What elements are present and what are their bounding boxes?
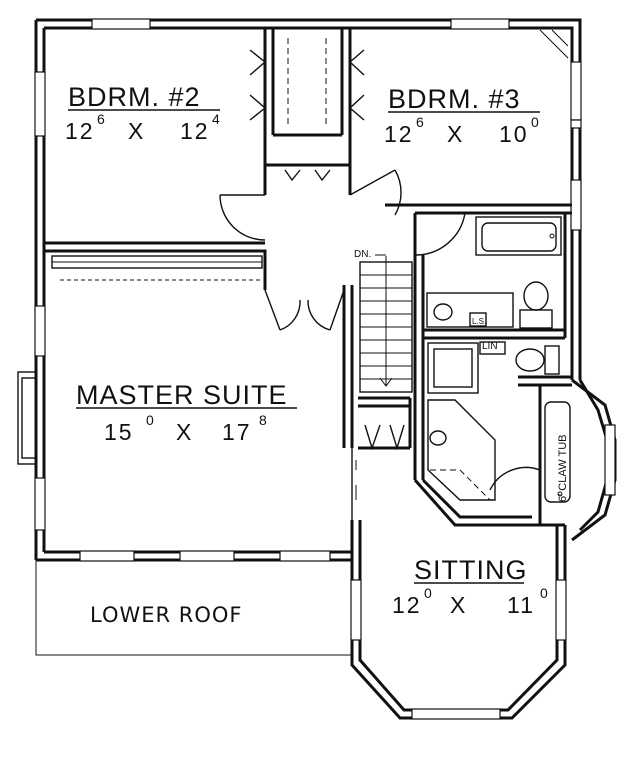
room-width-ft: 12 (384, 121, 414, 147)
room-height-ft: 12 (180, 118, 210, 144)
room-name: SITTING (414, 555, 528, 585)
room-bdrm3: BDRM. #3 12 6 X 10 0 (384, 84, 540, 147)
interior-walls (44, 28, 572, 527)
room-x: X (447, 121, 464, 147)
linen-label: LIN (482, 341, 498, 352)
room-sitting: SITTING 12 0 X 11 0 (392, 555, 548, 618)
room-x: X (128, 118, 145, 144)
room-x: X (176, 419, 193, 445)
window (34, 305, 46, 357)
claw-tub (544, 401, 571, 503)
bath-fixtures (426, 29, 571, 503)
room-height-ft: 11 (507, 592, 535, 618)
window (91, 18, 151, 30)
room-height-ft: 10 (499, 121, 529, 147)
room-bdrm2: BDRM. #2 12 6 X 12 4 (65, 82, 220, 144)
room-height-in: 0 (531, 114, 539, 130)
window (179, 550, 235, 562)
lower-roof (35, 560, 352, 656)
room-height-in: 0 (540, 585, 548, 601)
window (570, 61, 582, 121)
room-name: BDRM. #3 (388, 84, 521, 114)
laundry-sink-label: L.S. (472, 317, 486, 326)
windows (17, 18, 582, 720)
doors (219, 49, 541, 520)
room-height-in: 8 (259, 412, 267, 428)
window (79, 550, 135, 562)
window (411, 708, 501, 720)
toilet (544, 345, 560, 375)
window (450, 18, 510, 30)
toilet (519, 309, 553, 329)
room-width-in: 0 (424, 585, 432, 601)
room-height-ft: 17 (222, 419, 252, 445)
window (350, 579, 362, 641)
window (34, 477, 46, 531)
room-x: X (450, 592, 467, 618)
window-bay (17, 371, 37, 465)
room-width-ft: 12 (65, 118, 95, 144)
window (34, 71, 46, 137)
room-width-ft: 12 (392, 592, 422, 618)
room-name: MASTER SUITE (76, 380, 288, 410)
room-width-in: 6 (97, 111, 105, 127)
room-width-ft: 15 (104, 419, 134, 445)
room-width-in: 6 (416, 114, 424, 130)
room-master-suite: MASTER SUITE 15 0 X 17 8 (76, 380, 297, 445)
bay-window (571, 378, 617, 542)
room-width-in: 0 (146, 412, 154, 428)
vanity (426, 292, 514, 328)
window (555, 579, 567, 641)
bathtub (475, 216, 562, 256)
room-name: BDRM. #2 (68, 82, 201, 112)
room-height-in: 4 (212, 111, 220, 127)
window (570, 179, 582, 231)
shower (427, 342, 479, 394)
stair-down-label: DN. (354, 249, 371, 260)
lower-roof-label: LOWER ROOF (90, 603, 243, 627)
claw-tub-label: 6' CLAW TUB (557, 434, 569, 502)
stairs (359, 254, 413, 393)
window (279, 550, 331, 562)
